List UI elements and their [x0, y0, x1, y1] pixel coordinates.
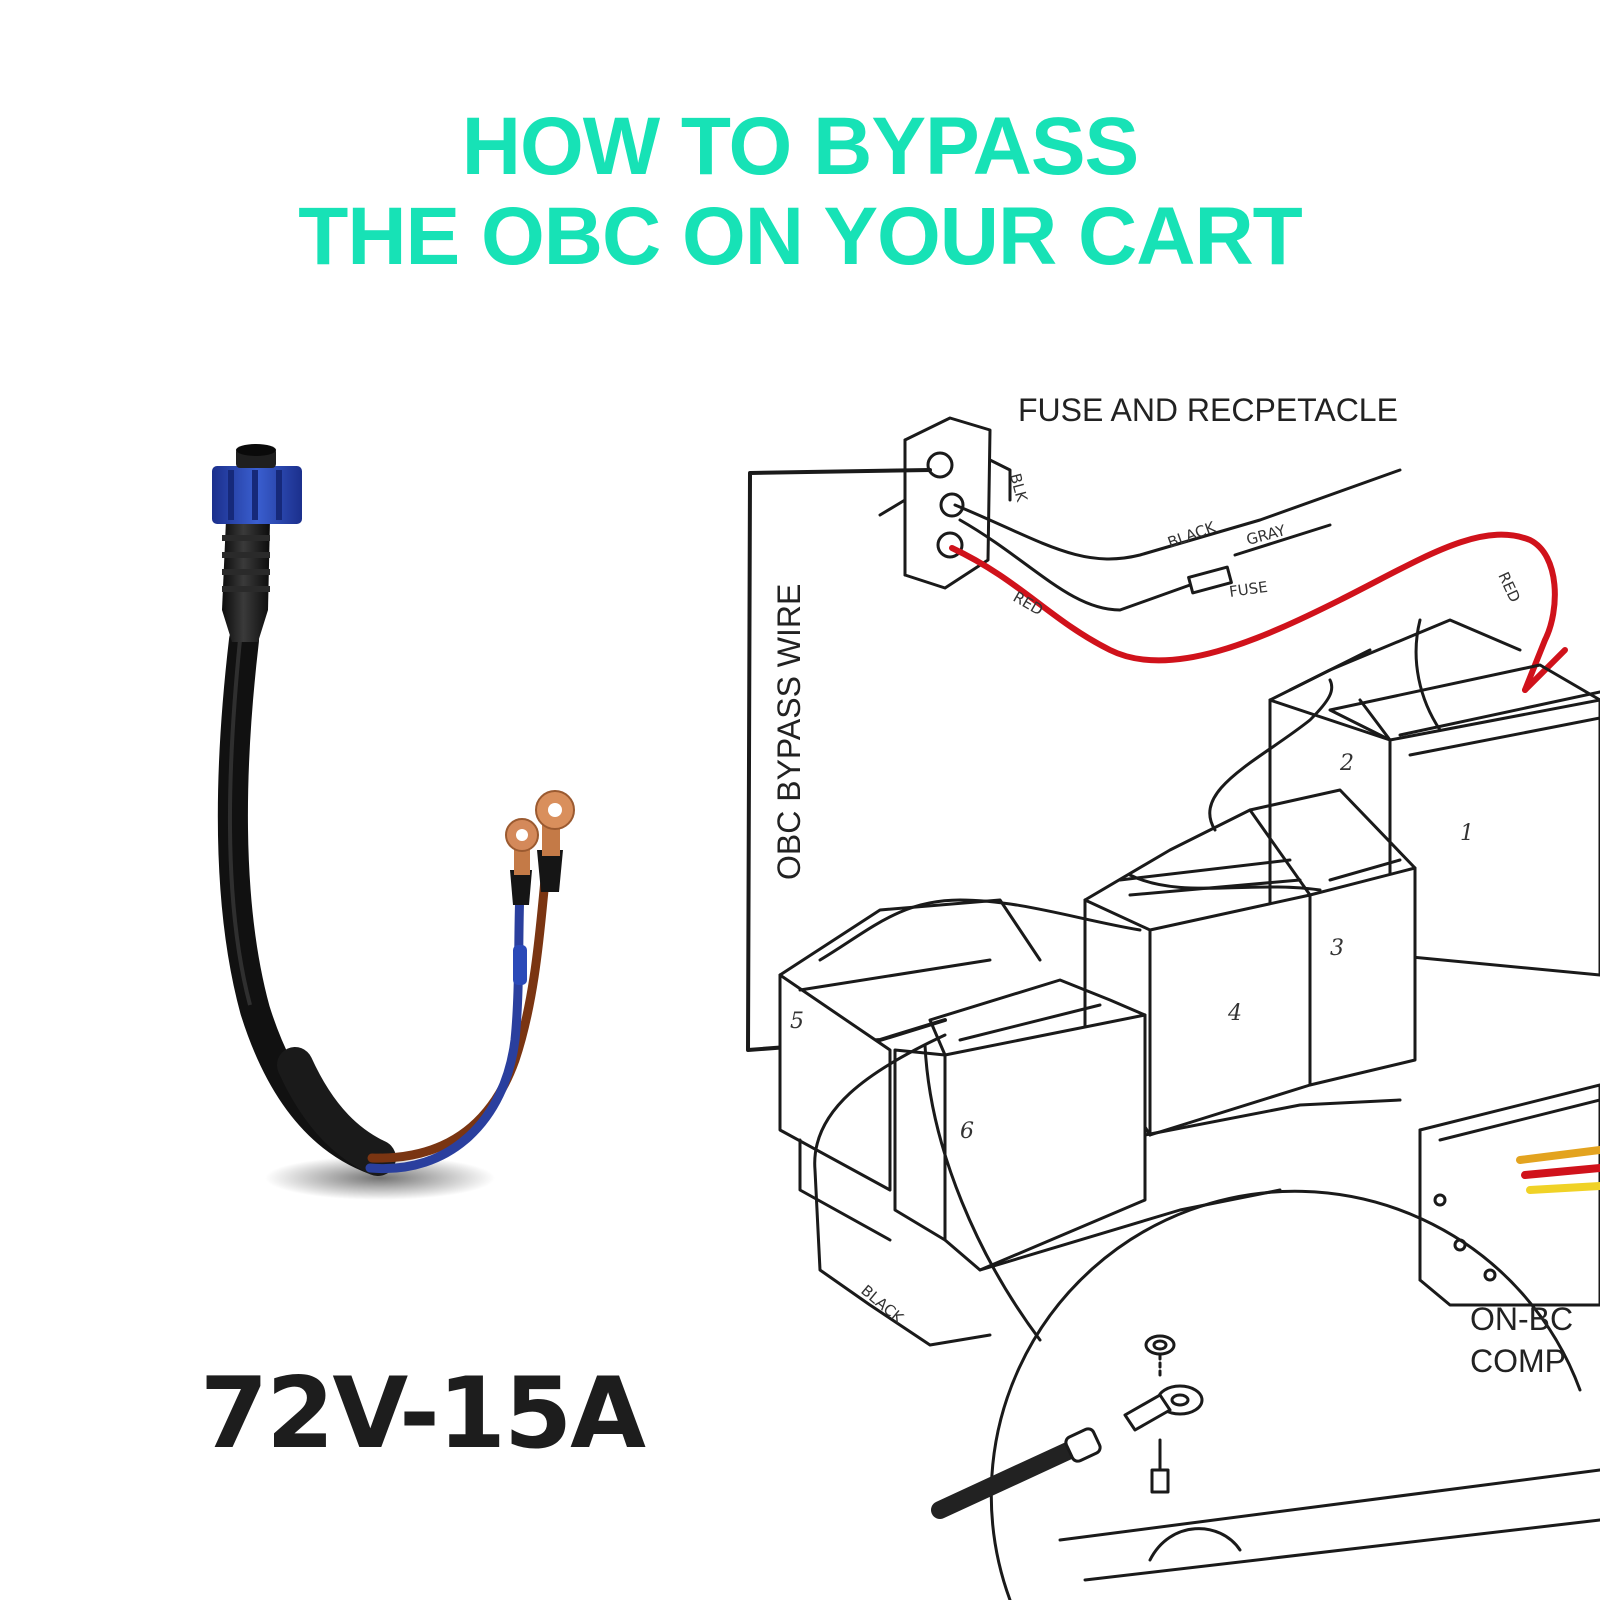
label-obc-bypass-wire: OBC BYPASS WIRE: [771, 584, 807, 880]
battery-number-3: 3: [1330, 936, 1344, 961]
page-title-line-1: HOW TO BYPASS: [461, 101, 1139, 192]
bypass-cable-image: [212, 444, 575, 1200]
ring-terminal-right: [535, 790, 575, 856]
terminal-detail-circle: [931, 1189, 1600, 1600]
battery-6: [893, 978, 1147, 1272]
battery-5: [778, 898, 1042, 1192]
battery-number-2: 2: [1339, 751, 1354, 776]
product-spec: 72V-15A: [200, 1357, 646, 1471]
wire-label-red-right: RED: [1494, 569, 1524, 605]
label-fuse-receptacle: FUSE AND RECPETACLE: [1018, 392, 1398, 428]
battery-number-6: 6: [960, 1119, 974, 1144]
connector-nut-icon: [212, 444, 302, 524]
battery-number-1: 1: [1460, 821, 1474, 846]
wire-label-black-top: BLACK: [1165, 518, 1219, 552]
battery-number-4: 4: [1227, 1001, 1242, 1026]
page-title-line-2: THE OBC ON YOUR CART: [298, 191, 1303, 282]
fuse-receptacle: [878, 416, 1012, 590]
label-onbc: ON-BC: [1470, 1301, 1573, 1337]
wire-label-fuse: FUSE: [1228, 578, 1269, 601]
label-comp: COMP: [1470, 1343, 1566, 1379]
battery-number-5: 5: [790, 1009, 804, 1034]
wiring-diagram: [746, 416, 1600, 1600]
onbc-computer: [1418, 1083, 1600, 1307]
ring-terminal-left: [505, 818, 539, 875]
wire-label-red-left: RED: [1010, 588, 1046, 619]
wire-label-black-bottom: BLACK: [857, 1281, 907, 1327]
